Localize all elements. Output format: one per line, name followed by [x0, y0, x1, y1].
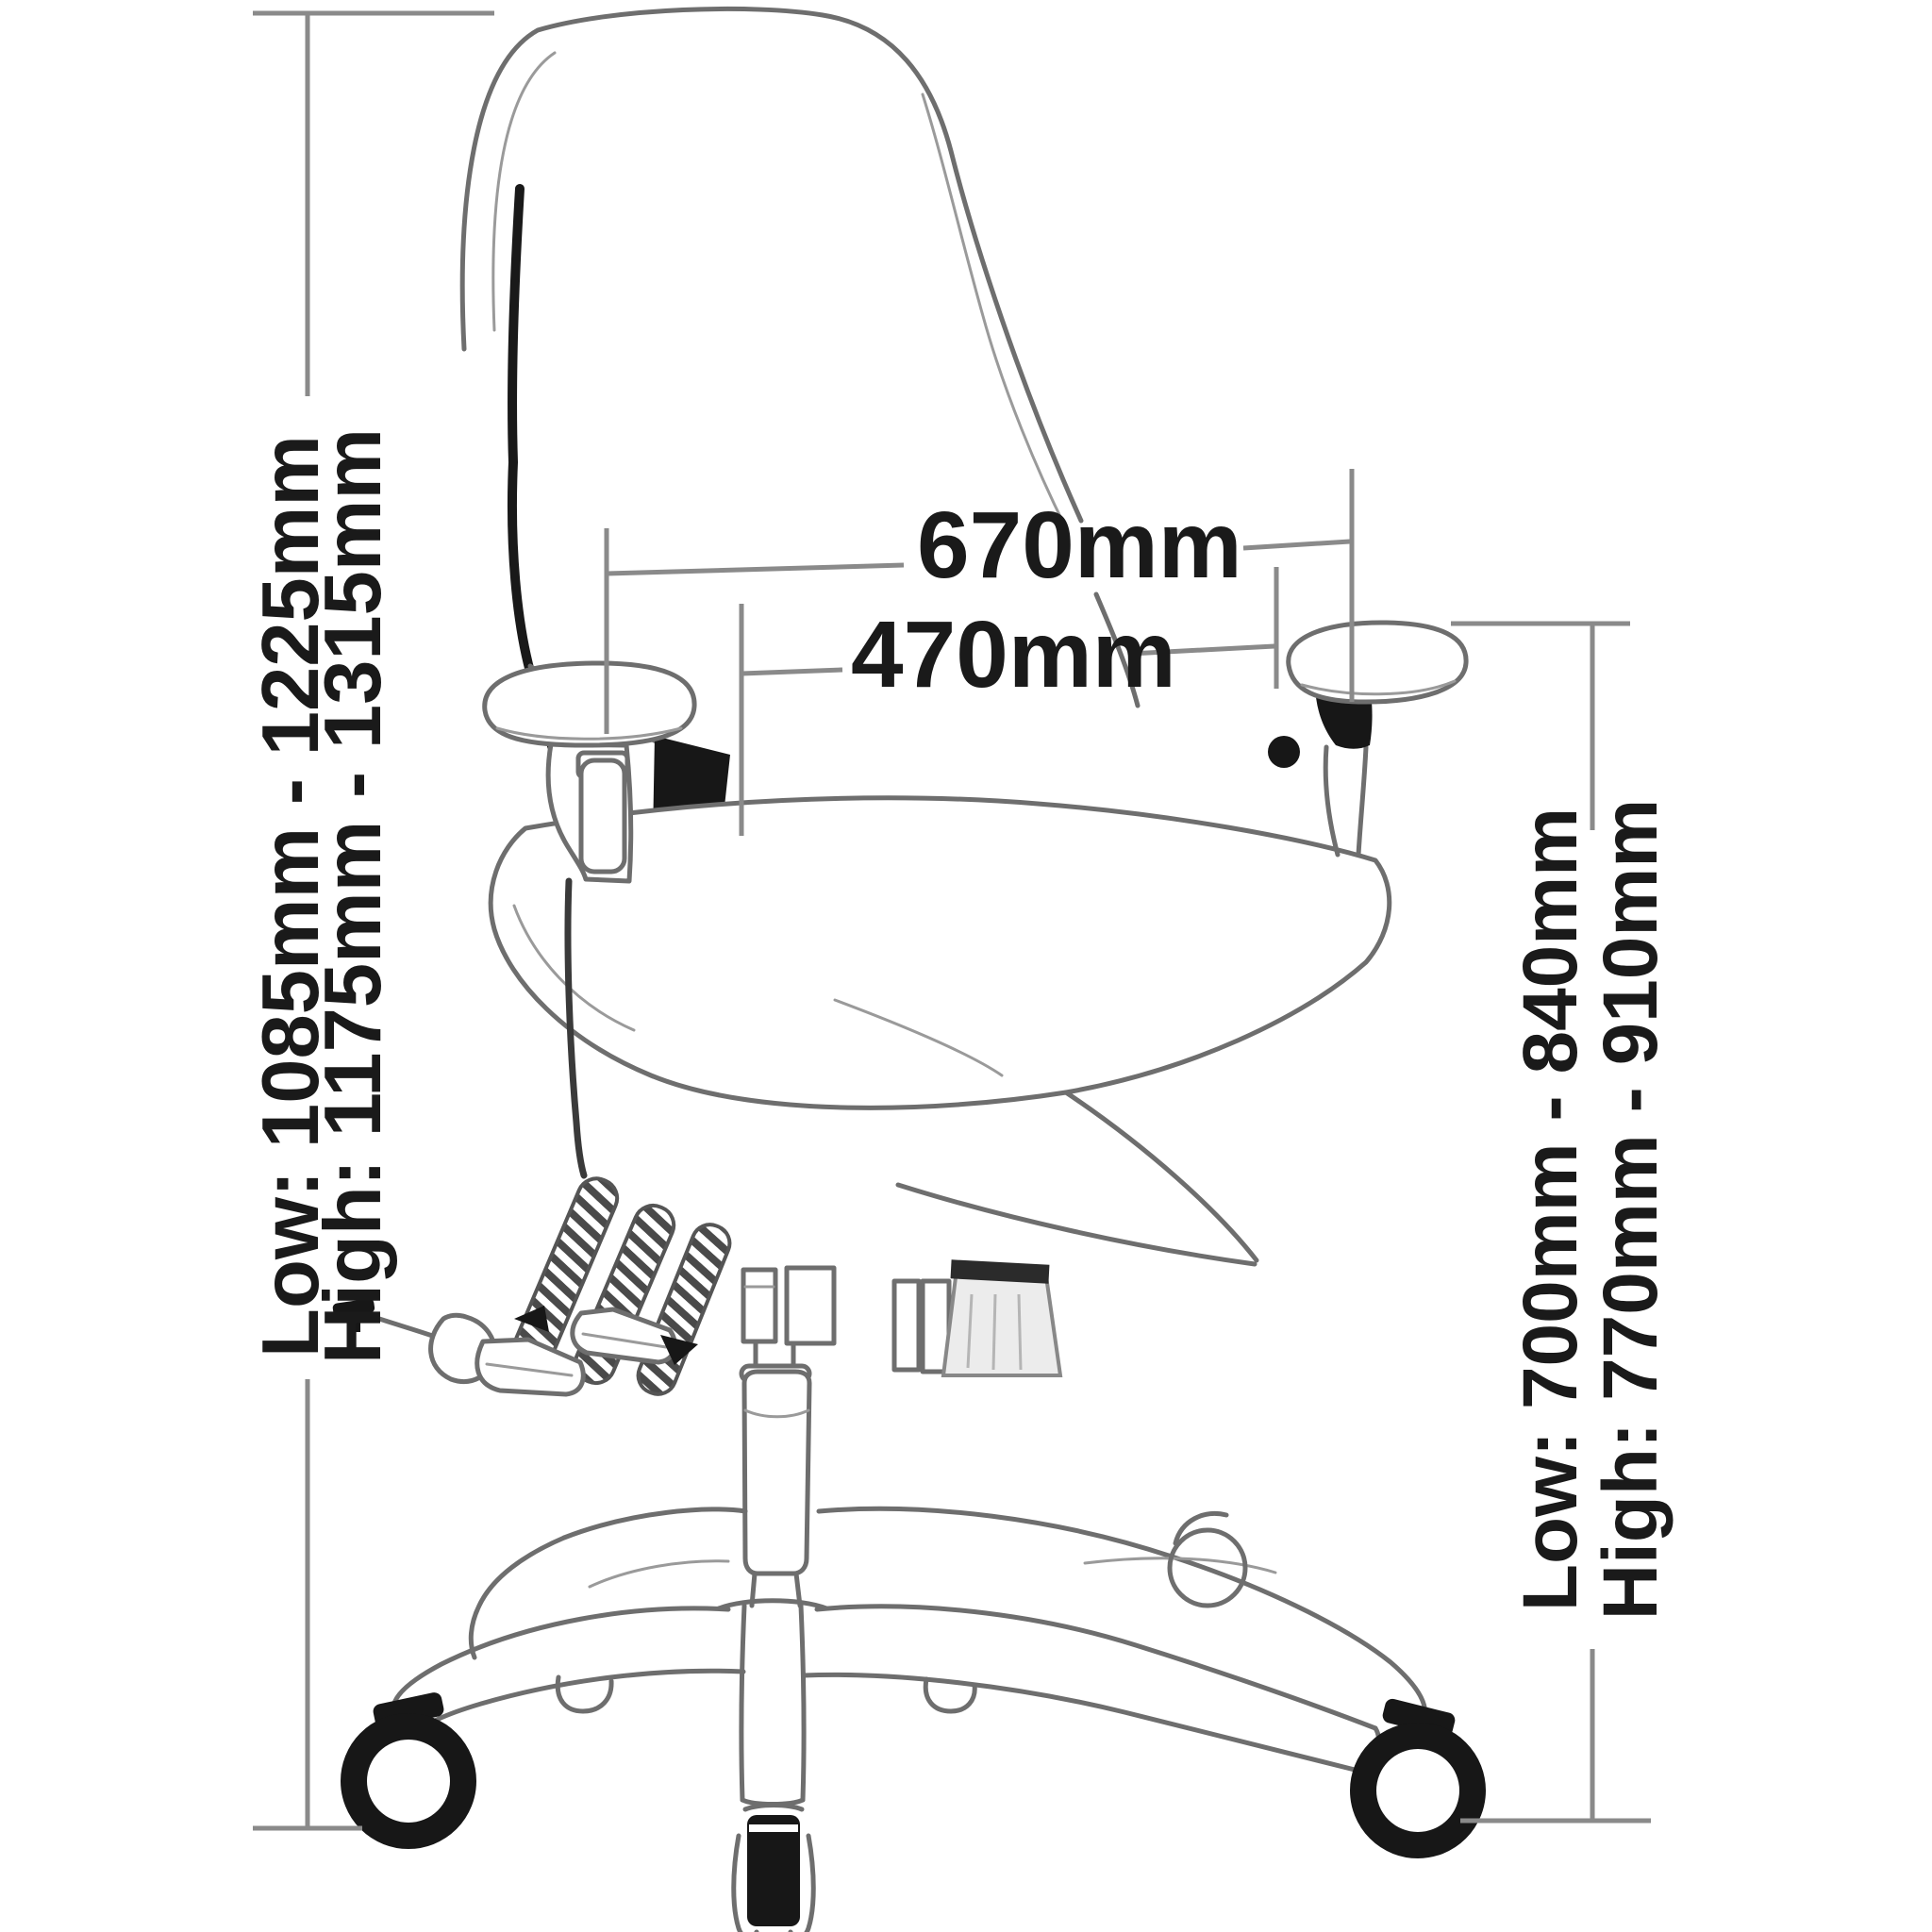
- seat-width-label: 470mm: [851, 602, 1176, 708]
- boot-streak-2: [991, 1293, 997, 1371]
- base-rear-left-inner: [588, 1559, 730, 1589]
- base-front-leg-left: [739, 1603, 747, 1803]
- left-armrest: [482, 660, 697, 1179]
- dimension-seat-width: 470mm: [739, 567, 1279, 836]
- seat-mechanism: [332, 1176, 1063, 1397]
- rear-right-caster-wheel: [1167, 1527, 1248, 1608]
- dimension-side-height: Low: 700mm - 840mm High: 770mm - 910mm: [1451, 621, 1674, 1824]
- left-armrest-pad: [482, 660, 697, 748]
- base-hub-top: [716, 1598, 829, 1611]
- base-right-arm-top: [814, 1604, 1378, 1731]
- backrest-inner-right-contour: [921, 92, 1068, 530]
- width670-line-right: [1242, 539, 1351, 551]
- rear-right-caster-mount: [1173, 1511, 1229, 1546]
- paddle-long-left: [475, 1337, 586, 1397]
- seat: [488, 795, 1392, 1267]
- right-armrest-pad: [1286, 620, 1469, 705]
- lever-clip-2: [660, 1335, 698, 1365]
- front-caster-fork-right: [788, 1833, 816, 1932]
- mechanism-bracket-left: [741, 1267, 778, 1344]
- base-left-arm-bottom: [412, 1668, 746, 1737]
- tilt-lever-boot: [941, 1268, 1063, 1377]
- right-armrest-knob: [1268, 736, 1300, 768]
- base: [391, 1506, 1428, 1807]
- front-right-caster-wheel: [1350, 1723, 1486, 1858]
- base-front-leg-right: [798, 1603, 807, 1803]
- base-right-arm-bottom: [801, 1672, 1365, 1774]
- paddle-rib-b: [581, 1332, 668, 1349]
- casters: [341, 1511, 1486, 1932]
- seat-rear-droop-edge: [1063, 1090, 1259, 1263]
- backrest-right-edge-lower: [1093, 591, 1141, 708]
- overall-width-label: 670mm: [917, 492, 1242, 598]
- tilt-lever-boot-top: [950, 1259, 1050, 1284]
- seat-mid-contour: [833, 998, 1004, 1077]
- side-height-low-label: Low: 700mm - 840mm: [1507, 808, 1593, 1611]
- rear-center-caster: [923, 1676, 977, 1714]
- black-paddle-stem: [348, 1313, 360, 1332]
- front-caster-top: [742, 1803, 805, 1812]
- gas-lift: [739, 1341, 812, 1608]
- paddle-rib-a: [485, 1362, 574, 1377]
- base-rear-left-descent: [468, 1535, 567, 1660]
- left-armrest-post-lower: [564, 877, 588, 1179]
- backrest-inner-top-contour: [491, 51, 557, 332]
- front-caster-highlight: [749, 1824, 798, 1832]
- base-left-arm-top: [391, 1606, 731, 1710]
- front-caster-fork-left: [731, 1833, 759, 1932]
- right-armrest: [1268, 620, 1469, 858]
- dimension-overall-height: Low: 1085mm - 1225mm High: 1175mm - 1315…: [246, 10, 494, 1831]
- rear-left-caster: [555, 1674, 614, 1714]
- left-armrest-pad-contour: [495, 726, 683, 741]
- boot-streak-3: [1017, 1293, 1023, 1371]
- overall-height-low-label: Low: 1085mm - 1225mm: [246, 435, 336, 1357]
- lever-clip-1: [514, 1306, 549, 1332]
- base-rear-right-inner: [1083, 1557, 1277, 1574]
- width670-line-left: [606, 562, 905, 576]
- seat-front-lip-contour: [512, 904, 636, 1032]
- width470-line-right: [1129, 643, 1275, 657]
- right-armrest-post-front: [1323, 744, 1341, 858]
- black-paddle-cap: [332, 1298, 375, 1318]
- seat-rear-bottom-rim: [895, 1182, 1257, 1267]
- front-caster-wheel: [747, 1815, 800, 1926]
- boot-streak-1: [966, 1293, 974, 1369]
- seat-cushion: [488, 795, 1392, 1110]
- paddle-long-right: [570, 1307, 677, 1365]
- base-rear-right-sweep: [816, 1506, 1428, 1722]
- mechanism-collar-a: [891, 1278, 922, 1373]
- base-rear-left-sweep: [561, 1507, 748, 1541]
- width470-line-left: [741, 667, 843, 676]
- dimension-overall-width: 670mm: [604, 469, 1355, 734]
- backrest-outline: [459, 6, 1084, 524]
- mechanism-bracket-right: [784, 1265, 837, 1346]
- front-left-caster-wheel: [341, 1713, 476, 1849]
- side-height-high-label: High: 770mm - 910mm: [1588, 799, 1674, 1620]
- gas-lift-shoulder: [743, 1408, 810, 1419]
- left-armrest-adjust-slider: [578, 758, 627, 874]
- right-armrest-pad-contour: [1300, 679, 1457, 696]
- gas-lift-cylinder: [741, 1369, 812, 1576]
- overall-height-high-label: High: 1175mm - 1315mm: [308, 428, 398, 1364]
- right-armrest-post-rear: [1356, 744, 1369, 858]
